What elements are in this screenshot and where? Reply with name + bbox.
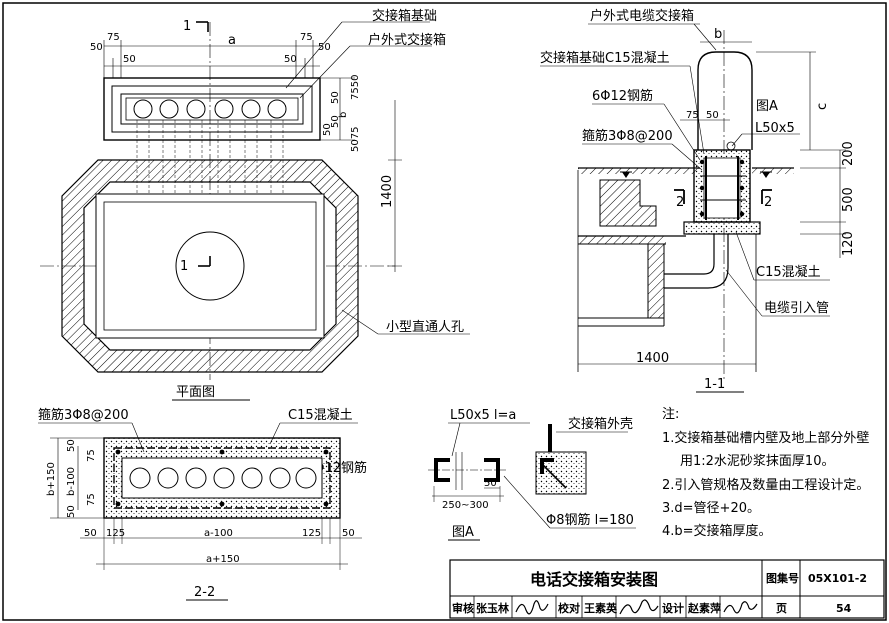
- atlas-number: 05X101-2: [808, 572, 867, 585]
- s11-cut-mark-right: 2: [764, 195, 772, 210]
- review-label: 审核: [452, 601, 474, 615]
- review-name: 张玉林: [476, 601, 509, 615]
- dim-50-left-inner: 50: [123, 54, 136, 65]
- note-line-3: 2.引入管规格及数量由工程设计定。: [662, 477, 869, 493]
- label-cabinet: 户外式交接箱: [368, 32, 446, 48]
- page-number: 54: [836, 602, 852, 615]
- s22-dim-75-b: 75: [86, 493, 97, 506]
- section-1-1: 户外式电缆交接箱 b c 交接箱基础C15混凝土 6Φ12钢筋 75 50 图A…: [540, 8, 856, 393]
- s11-label-fig-a: 图A: [756, 99, 778, 114]
- detail-a-label-angle: L50x5 l=a: [450, 408, 516, 423]
- detail-a-label-shell: 交接箱外壳: [568, 416, 633, 432]
- section-mark-top: 1: [183, 19, 191, 34]
- section-1-1-title: 1-1: [704, 377, 725, 392]
- manhole-opening: [175, 231, 245, 301]
- plan-view-title: 平面图: [176, 385, 215, 400]
- s11-dim-50: 50: [706, 110, 719, 121]
- dim-50-left-outer: 50: [90, 42, 103, 53]
- note-line-1: 1.交接箱基础槽内壁及地上部分外壁: [662, 430, 869, 446]
- s11-dim-75: 75: [686, 110, 699, 121]
- dim-1400-plan: 1400: [380, 175, 395, 208]
- notes: 注: 1.交接箱基础槽内壁及地上部分外壁 用1:2水泥砂浆抹面厚10。 2.引入…: [662, 407, 869, 539]
- s22-dim-b100: b-100: [66, 467, 77, 496]
- s11-label-rebar: 6Φ12钢筋: [592, 88, 653, 104]
- notes-heading: 注:: [662, 407, 679, 422]
- s22-dim-50-a: 50: [66, 439, 77, 452]
- s22-dim-b150: b+150: [46, 462, 57, 496]
- s11-dim-b: b: [714, 27, 722, 42]
- s22-dim-50-b: 50: [66, 505, 77, 518]
- s11-label-cable-pipe: 电缆引入管: [764, 300, 829, 316]
- atlas-label: 图集号: [766, 571, 799, 585]
- s22-label-c15: C15混凝土: [288, 407, 353, 423]
- label-manhole: 小型直通人孔: [386, 320, 464, 335]
- s11-label-foundation: 交接箱基础C15混凝土: [540, 50, 670, 66]
- drawing-title: 电话交接箱安装图: [530, 570, 658, 589]
- dim-right-50-mid: 50: [330, 115, 341, 128]
- s22-dim-125-left: 125: [106, 528, 125, 539]
- dim-right-50-low: 50: [322, 123, 333, 136]
- s22-cable-pipes: [129, 467, 317, 489]
- s22-dim-125-right: 125: [302, 528, 321, 539]
- s11-dim-120: 120: [841, 231, 856, 256]
- s22-dim-50-left: 50: [84, 528, 97, 539]
- s22-dim-a150: a+150: [206, 554, 240, 565]
- detail-a-title: 图A: [452, 525, 474, 540]
- section-mark-center: 1: [180, 259, 188, 274]
- dim-50-right-inner: 50: [284, 54, 297, 65]
- s11-dim-200: 200: [841, 141, 856, 166]
- dim-75-right: 75: [300, 32, 313, 43]
- s11-label-c15: C15混凝土: [756, 264, 821, 280]
- section-2-2: 箍筋3Φ8@200 C15混凝土 6Φ12钢筋 b+150 b-100 50 7…: [38, 407, 367, 601]
- note-line-5: 4.b=交接箱厚度。: [662, 523, 772, 539]
- title-block: 电话交接箱安装图 图集号 05X101-2 审核 张玉林 校对 王素英 设计 赵…: [449, 559, 885, 619]
- s11-label-angle: L50x5: [755, 121, 795, 136]
- dim-right-b: b: [338, 112, 349, 118]
- s22-dim-50-right: 50: [342, 528, 355, 539]
- detail-a-label-bar: Φ8钢筋 l=180: [546, 512, 634, 528]
- s11-label-cabinet: 户外式电缆交接箱: [590, 8, 694, 24]
- dim-75-left: 75: [107, 32, 120, 43]
- detail-a-dim-250-300: 250~300: [442, 500, 489, 511]
- check-signature: [619, 599, 659, 615]
- s11-cut-mark-left: 2: [676, 195, 684, 210]
- s22-dim-a100: a-100: [204, 528, 233, 539]
- cable-pipes-plan: [133, 99, 287, 119]
- page-label: 页: [776, 602, 787, 615]
- note-line-2: 用1:2水泥砂浆抹面厚10。: [680, 454, 834, 469]
- s22-label-stirrup: 箍筋3Φ8@200: [38, 407, 129, 423]
- dim-50-right-outer: 50: [318, 42, 331, 53]
- section-2-2-title: 2-2: [194, 585, 215, 600]
- dim-a: a: [228, 33, 236, 48]
- angle-steel-right: [484, 458, 500, 482]
- check-name: 王素英: [584, 601, 618, 615]
- s11-label-stirrup: 箍筋3Φ8@200: [582, 128, 673, 144]
- s11-dim-1400: 1400: [636, 351, 669, 366]
- check-label: 校对: [558, 601, 580, 615]
- s11-dim-c: c: [815, 103, 830, 110]
- cabinet-outline: [697, 51, 753, 150]
- design-name: 赵素萍: [687, 601, 721, 615]
- note-line-4: 3.d=管径+20。: [662, 501, 760, 516]
- cable-entry-pipe: [664, 234, 729, 289]
- design-signature: [723, 601, 758, 614]
- dim-right-5075: 5075: [350, 127, 361, 152]
- label-foundation: 交接箱基础: [372, 8, 437, 24]
- plan-view: 1 50 75 50 a 50 75 50: [40, 8, 470, 401]
- dim-right-50-top: 50: [330, 91, 341, 104]
- cabinet-foundation: [103, 77, 321, 141]
- s11-dim-500: 500: [841, 187, 856, 212]
- manhole-wall: [61, 159, 359, 373]
- detail-a: L50x5 l=a 交接箱外壳 50 250~300 Φ8钢筋 l=180 图A: [428, 408, 636, 541]
- review-signature: [515, 600, 549, 615]
- design-label: 设计: [662, 601, 684, 615]
- detail-a-dim-50: 50: [484, 478, 497, 489]
- dim-right-7550: 7550: [350, 75, 361, 100]
- angle-steel-left: [434, 458, 450, 482]
- s22-dim-75-a: 75: [86, 449, 97, 462]
